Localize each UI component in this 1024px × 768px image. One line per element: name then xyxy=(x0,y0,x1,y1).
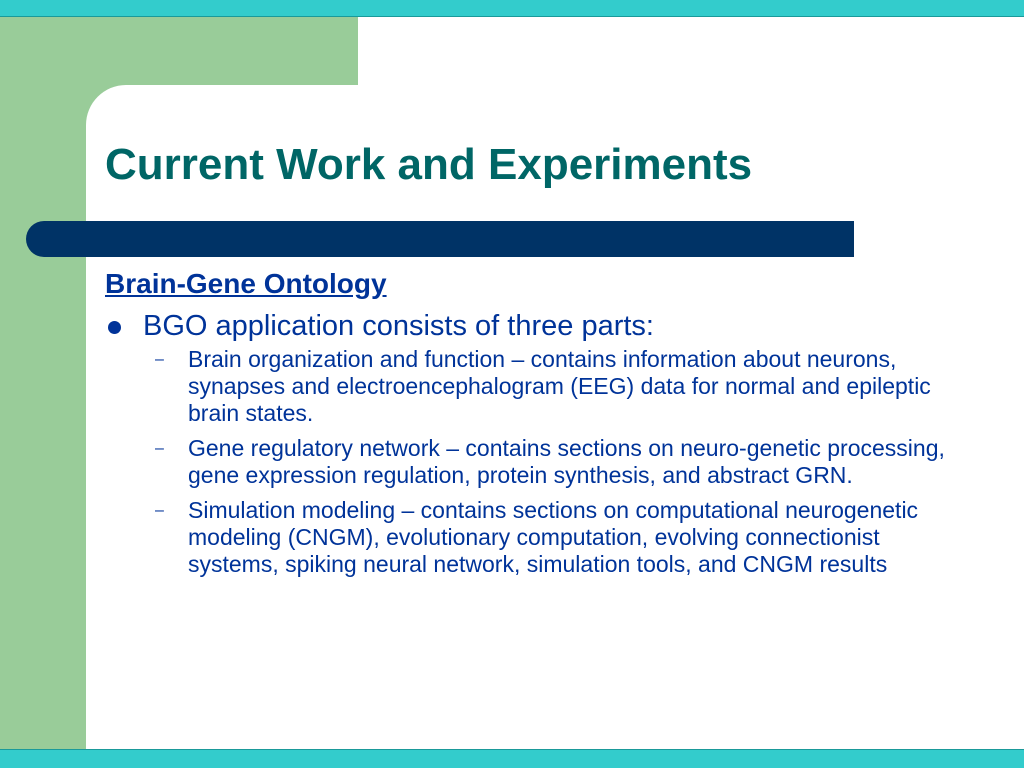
dash-icon: – xyxy=(155,351,164,368)
dash-icon: – xyxy=(155,502,164,519)
title-underline-bar xyxy=(26,221,854,257)
slide-body: Brain-Gene Ontology BGO application cons… xyxy=(105,266,985,586)
sub-bullet-item: – Brain organization and function – cont… xyxy=(105,346,958,427)
sub-bullet-text: Brain organization and function – contai… xyxy=(188,346,931,426)
bottom-accent-band xyxy=(0,749,1024,768)
sub-bullet-item: – Gene regulatory network – contains sec… xyxy=(105,435,958,489)
sub-bullet-text: Simulation modeling – contains sections … xyxy=(188,497,919,577)
section-heading: Brain-Gene Ontology xyxy=(105,268,387,299)
slide-content-card xyxy=(86,85,1024,749)
dash-icon: – xyxy=(155,440,164,457)
sub-bullet-list: – Brain organization and function – cont… xyxy=(105,346,985,578)
bullet-text: BGO application consists of three parts: xyxy=(143,310,654,342)
sub-bullet-text: Gene regulatory network – contains secti… xyxy=(188,435,945,488)
bullet-item: BGO application consists of three parts: xyxy=(105,308,985,344)
bullet-dot-icon xyxy=(108,321,121,334)
sub-bullet-item: – Simulation modeling – contains section… xyxy=(105,497,958,578)
slide-title: Current Work and Experiments xyxy=(105,140,753,189)
top-accent-band xyxy=(0,0,1024,17)
